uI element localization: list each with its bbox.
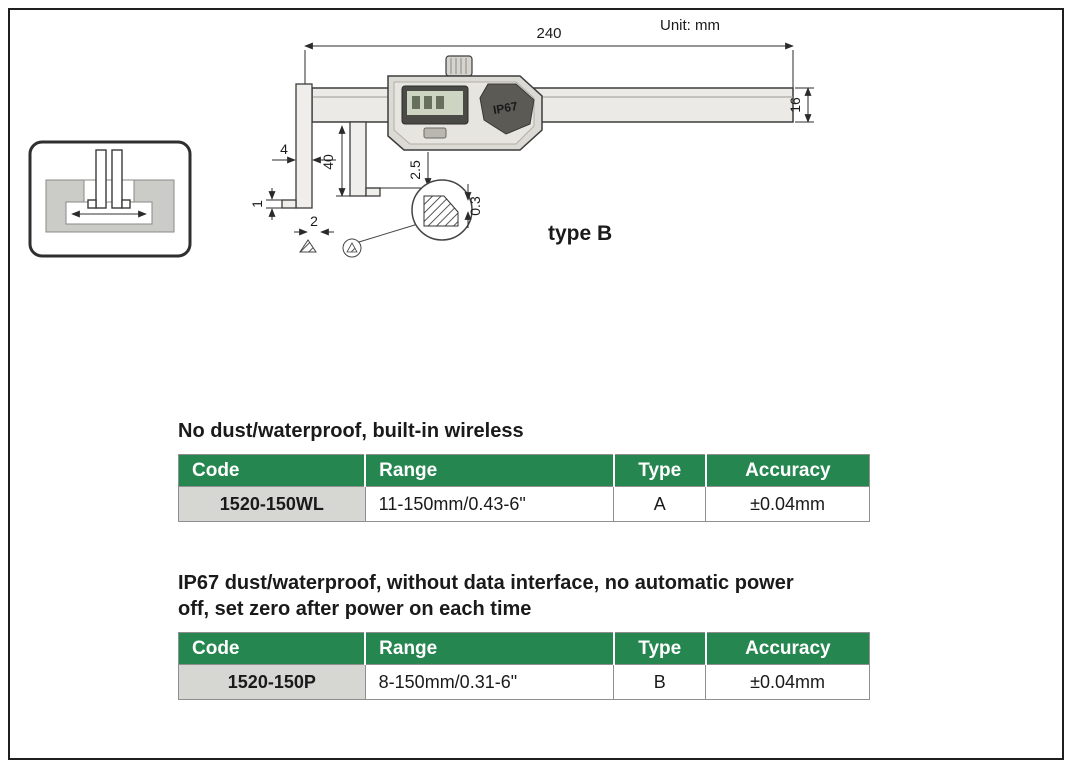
col-header-accuracy: Accuracy xyxy=(704,454,870,487)
tip-callout-circle xyxy=(342,223,419,258)
spec-table-wireless: Code Range Type Accuracy 1520-150WL 11-1… xyxy=(178,454,870,522)
table-header-row: Code Range Type Accuracy xyxy=(178,632,870,665)
cell-type: B xyxy=(613,664,707,700)
col-header-type: Type xyxy=(612,454,707,487)
col-header-range: Range xyxy=(364,632,615,665)
dim-240-label: 240 xyxy=(536,25,561,42)
ip67-label: IP67 xyxy=(492,99,519,117)
col-header-code: Code xyxy=(178,632,366,665)
dim-2-label: 2 xyxy=(310,213,318,229)
zero-button xyxy=(423,127,447,139)
section-heading-wireless: No dust/waterproof, built-in wireless xyxy=(178,420,524,442)
spec-table-ip67: Code Range Type Accuracy 1520-150P 8-150… xyxy=(178,632,870,700)
table-row: 1520-150P 8-150mm/0.31-6" B ±0.04mm xyxy=(178,664,870,700)
spec-section-ip67: IP67 dust/waterproof, without data inter… xyxy=(178,570,870,700)
cell-range: 8-150mm/0.31-6" xyxy=(364,664,615,700)
caliper-beam xyxy=(311,87,794,123)
table-row: 1520-150WL 11-150mm/0.43-6" A ±0.04mm xyxy=(178,486,870,522)
spec-content: No dust/waterproof, built-in wireless Co… xyxy=(178,418,870,700)
cell-accuracy: ±0.04mm xyxy=(705,486,870,522)
table-header-row: Code Range Type Accuracy xyxy=(178,454,870,487)
section-heading-ip67: IP67 dust/waterproof, without data inter… xyxy=(178,572,794,620)
fixed-jaw xyxy=(281,83,313,209)
icon-jaw-right xyxy=(111,149,123,209)
col-header-type: Type xyxy=(612,632,707,665)
dim-0-3-label: 0.3 xyxy=(467,196,483,216)
type-label: type B xyxy=(548,222,612,245)
col-header-code: Code xyxy=(178,454,366,487)
unit-label: Unit: mm xyxy=(660,17,720,34)
cell-code: 1520-150P xyxy=(178,664,366,700)
col-header-accuracy: Accuracy xyxy=(704,632,870,665)
thumb-roller xyxy=(445,55,473,77)
dim-1-label: 1 xyxy=(249,200,265,208)
cell-code: 1520-150WL xyxy=(178,486,366,522)
cell-accuracy: ±0.04mm xyxy=(705,664,870,700)
dim-16-label: 16 xyxy=(787,97,803,113)
dimension-tip-thickness xyxy=(266,188,282,220)
spec-section-wireless: No dust/waterproof, built-in wireless Co… xyxy=(178,418,870,522)
cell-type: A xyxy=(613,486,707,522)
dimension-tip-length xyxy=(368,152,434,189)
icon-jaw-left xyxy=(95,149,107,209)
moving-jaw xyxy=(349,121,381,197)
dim-4-label: 4 xyxy=(280,141,288,157)
dim-40-label: 40 xyxy=(320,154,336,170)
detail-circle xyxy=(411,179,473,241)
cell-range: 11-150mm/0.43-6" xyxy=(364,486,615,522)
col-header-range: Range xyxy=(364,454,615,487)
tip-section-symbol xyxy=(299,239,317,253)
dim-2-5-label: 2.5 xyxy=(407,160,423,180)
dimension-beam-height xyxy=(795,87,814,123)
application-icon xyxy=(28,140,192,258)
dimension-jaw-depth xyxy=(336,125,350,197)
caliper-technical-drawing: Unit: mm 240 4 40 2.5 xyxy=(28,17,814,258)
ip67-badge: IP67 xyxy=(479,83,535,135)
